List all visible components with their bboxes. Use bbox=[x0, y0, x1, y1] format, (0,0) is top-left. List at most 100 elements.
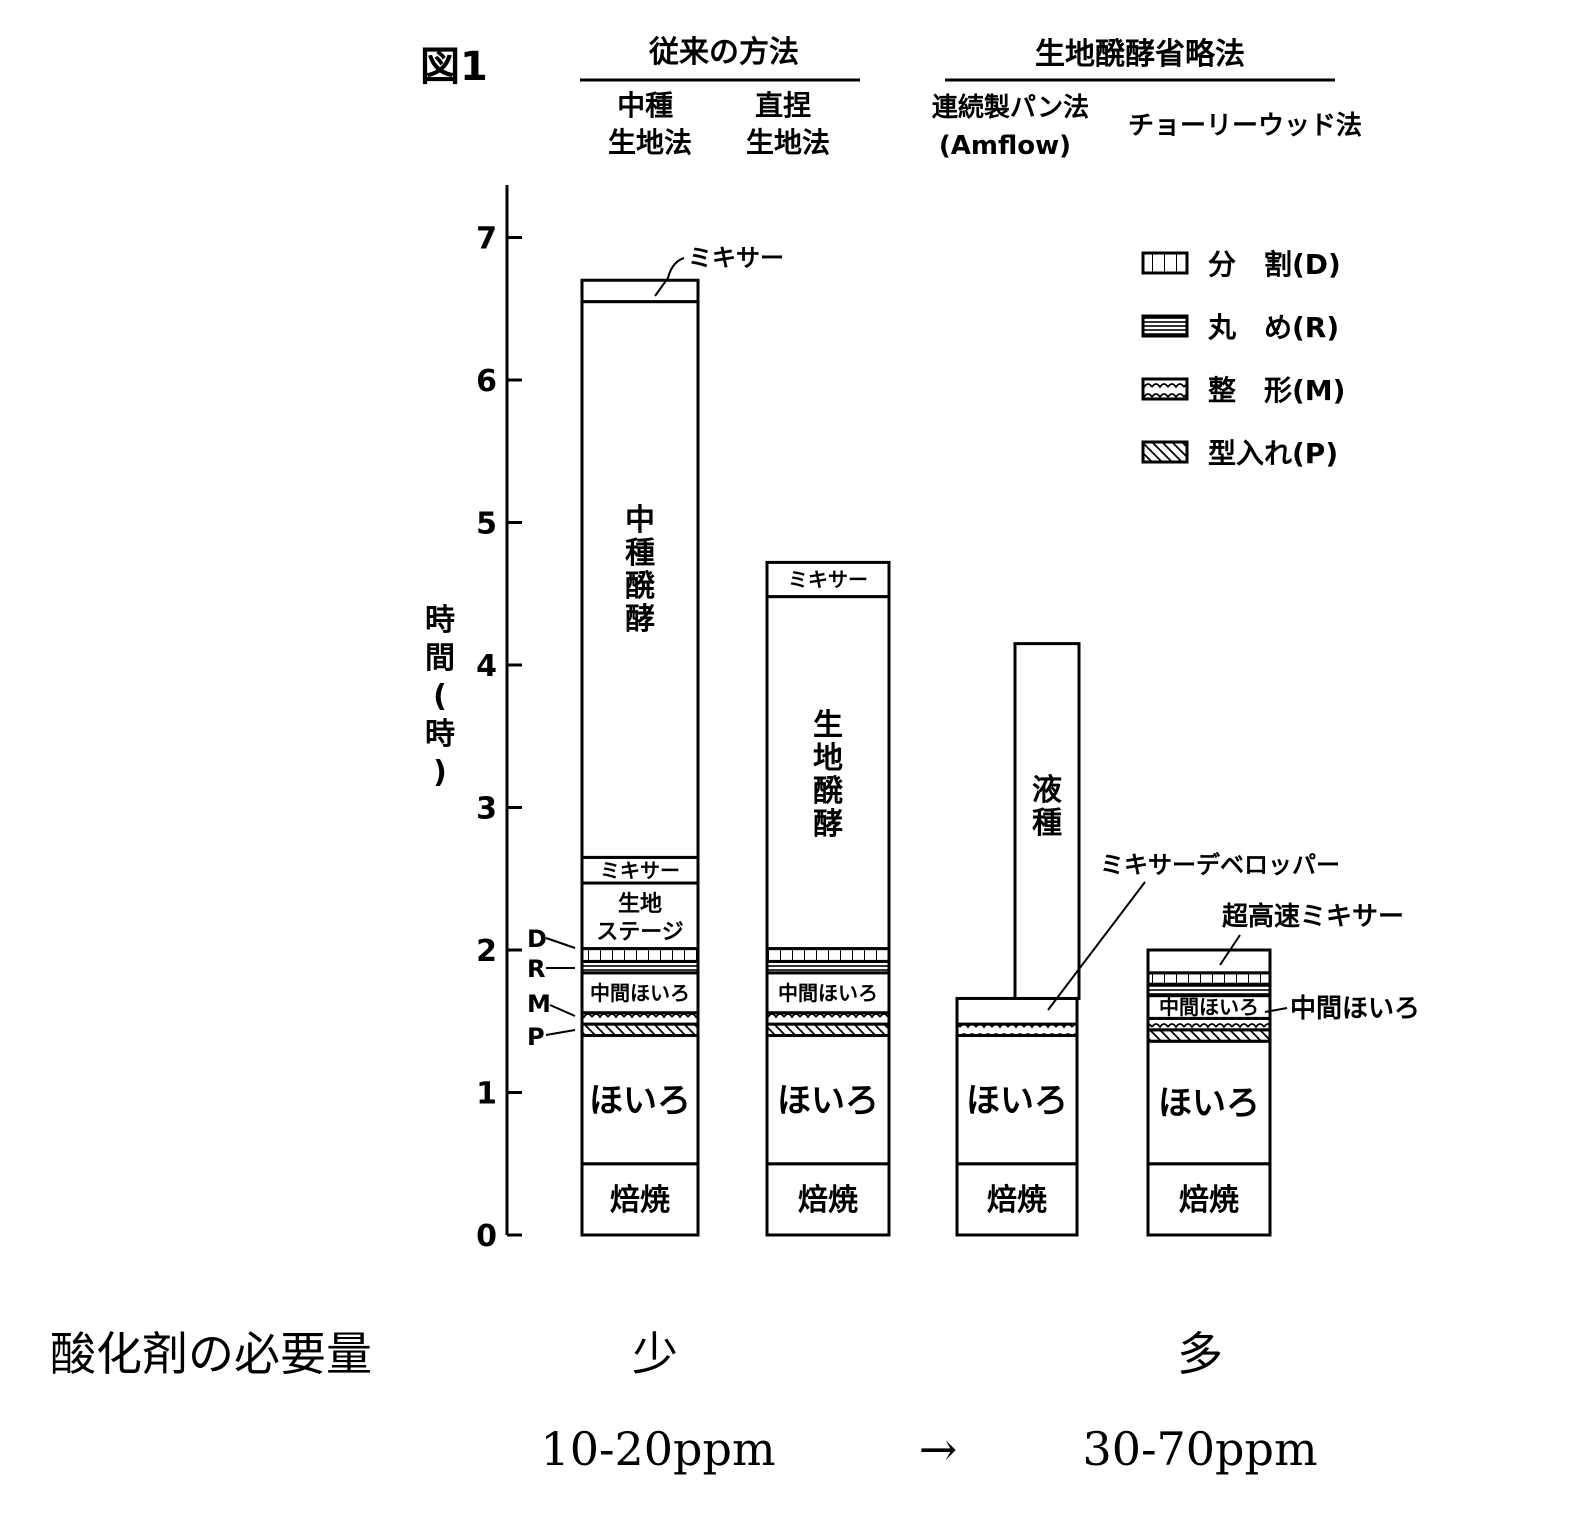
legend-swatch-3 bbox=[1141, 440, 1189, 464]
bar-0-segment-5 bbox=[580, 959, 700, 975]
bar-header-sponge-line2: 生地法 bbox=[608, 126, 692, 159]
bar-0-label-9-char: 種 bbox=[625, 536, 655, 571]
bar-0-label-8: ミキサー bbox=[600, 858, 680, 882]
bar-1-label-7-char: 生 bbox=[813, 708, 843, 743]
bar-3-segment-2 bbox=[1146, 1028, 1272, 1043]
bar-0-segment-6 bbox=[580, 947, 700, 963]
side-leader-m bbox=[549, 1004, 576, 1017]
bar-header-amflow: 連続製パン法 (Amflow) bbox=[932, 92, 1098, 161]
bar-0-label-7: 生地ステージ bbox=[596, 892, 684, 945]
bar-1-segment-8 bbox=[765, 560, 891, 599]
oxidant-high-value: 30-70ppm bbox=[1082, 1422, 1317, 1476]
bar-1-label-8: ミキサー bbox=[788, 568, 868, 592]
bar-headers: 中種 生地法 直捏 生地法 連続製パン法 (Amflow) チョーリーウッド法 bbox=[608, 89, 1362, 161]
bar-1-label-7-char: 醗 bbox=[813, 774, 843, 809]
bar-1-label-4: 中間ほいろ bbox=[778, 981, 878, 1005]
oxidant-high: 多 bbox=[1177, 1327, 1223, 1381]
y-tick-label-1: 1 bbox=[476, 1077, 497, 1112]
bar-2-label-0: 焙焼 bbox=[987, 1183, 1047, 1218]
group-label-conventional: 従来の方法 bbox=[648, 35, 799, 70]
side-label-m: M bbox=[527, 990, 551, 1018]
bar-1-segment-3 bbox=[765, 1011, 891, 1026]
bar-0-label-9-char: 中 bbox=[625, 503, 655, 538]
bar-1-label-7: 生地醗酵 bbox=[813, 708, 843, 842]
bar-1-label-1: ほいろ bbox=[777, 1081, 879, 1121]
annotations: ミキサー ミキサーデベロッパー 超高速ミキサー 中間ほいろ bbox=[654, 244, 1420, 1024]
bar-2-segment-3 bbox=[955, 996, 1079, 1026]
bar-2-segment-1 bbox=[955, 1034, 1079, 1166]
oxidant-label: 酸化剤の必要量 bbox=[50, 1327, 372, 1381]
oxidant-low-value: 10-20ppm bbox=[540, 1422, 775, 1476]
bar-0-label-1: ほいろ bbox=[589, 1081, 691, 1121]
oxidant-low: 少 bbox=[632, 1327, 678, 1381]
annotation-mixer-developer-leader bbox=[1047, 881, 1146, 1011]
bar-1-label-7-char: 地 bbox=[813, 741, 843, 776]
y-tick-label-6: 6 bbox=[476, 364, 497, 399]
bar-2-label-4-char: 種 bbox=[1032, 806, 1062, 841]
bar-2: 焙焼 ほいろ 液種 bbox=[955, 642, 1081, 1237]
bar-0: 焙焼 ほいろ 中間ほいろ 生地ステージ ミキサー 中種醗酵 bbox=[580, 278, 700, 1237]
y-axis-title-char: 時 bbox=[425, 717, 455, 752]
annotation-mixer-developer: ミキサーデベロッパー bbox=[1100, 851, 1340, 879]
bar-1-segment-5 bbox=[765, 959, 891, 975]
bar-2-label-1: ほいろ bbox=[966, 1081, 1068, 1121]
side-labels: D R M P bbox=[527, 925, 576, 1051]
y-tick-label-2: 2 bbox=[476, 934, 497, 969]
bar-0-label-7-line: ステージ bbox=[596, 920, 684, 945]
y-tick-label-7: 7 bbox=[476, 222, 497, 257]
bar-3-segment-3 bbox=[1146, 1016, 1272, 1032]
bar-2-segment-2 bbox=[955, 1022, 1079, 1037]
bar-3-segment-7 bbox=[1146, 948, 1272, 975]
y-axis-title-char: ( bbox=[433, 679, 447, 714]
bar-0-segment-0 bbox=[580, 1162, 700, 1237]
bar-0-label-9-char: 酵 bbox=[625, 602, 655, 637]
bar-1-segment-2 bbox=[765, 1022, 891, 1037]
side-leader-d bbox=[545, 937, 576, 949]
bar-3-label-1: ほいろ bbox=[1158, 1084, 1260, 1124]
bar-1-label-0: 焙焼 bbox=[798, 1183, 858, 1218]
bar-0-label-0: 焙焼 bbox=[610, 1183, 670, 1218]
bar-3: 焙焼 ほいろ 中間ほいろ bbox=[1146, 948, 1272, 1237]
bar-header-amflow-line2: (Amflow) bbox=[939, 131, 1071, 161]
bar-header-straight-line2: 生地法 bbox=[746, 126, 830, 159]
bar-3-label-4: 中間ほいろ bbox=[1159, 995, 1259, 1019]
bar-3-segment-5 bbox=[1146, 982, 1272, 998]
annotation-mixer-top-leader bbox=[654, 257, 685, 297]
y-axis-title-char: 時 bbox=[425, 603, 455, 638]
bar-0-segment-10 bbox=[580, 278, 700, 304]
y-axis-title: 時間(時) bbox=[425, 603, 455, 790]
bar-header-straight-line1: 直捏 bbox=[755, 89, 811, 122]
group-headers: 従来の方法 生地醗酵省略法 bbox=[580, 35, 1335, 82]
bar-0-segment-3 bbox=[580, 1011, 700, 1026]
y-tick-label-5: 5 bbox=[476, 507, 497, 542]
legend-label-0: 分 割(D) bbox=[1208, 248, 1341, 281]
legend-label-2: 整 形(M) bbox=[1208, 374, 1345, 407]
side-label-d: D bbox=[527, 925, 547, 953]
side-label-r: R bbox=[527, 955, 545, 983]
annotation-ultra-mixer-leader bbox=[1219, 934, 1241, 966]
oxidant-arrow: → bbox=[919, 1422, 958, 1476]
side-leader-p bbox=[545, 1029, 576, 1036]
bar-0-label-9: 中種醗酵 bbox=[625, 503, 655, 637]
bar-3-segment-0 bbox=[1146, 1162, 1272, 1237]
bar-2-segment-4 bbox=[1013, 642, 1081, 1000]
bar-3-segment-6 bbox=[1146, 971, 1272, 986]
figure-label: 図1 bbox=[420, 44, 488, 90]
annotation-ultra-mixer: 超高速ミキサー bbox=[1222, 901, 1404, 932]
bar-2-label-4-char: 液 bbox=[1032, 773, 1062, 808]
legend: 分 割(D)丸 め(R)整 形(M)型入れ(P) bbox=[1141, 248, 1345, 470]
legend-swatch-0 bbox=[1141, 251, 1189, 275]
oxidant-requirement: 酸化剤の必要量 少 多 10-20ppm → 30-70ppm bbox=[50, 1327, 1318, 1476]
bar-0-segment-2 bbox=[580, 1022, 700, 1037]
bar-2-label-4: 液種 bbox=[1032, 773, 1062, 841]
bar-0-label-7-line: 生地 bbox=[618, 892, 662, 917]
bar-header-sponge: 中種 生地法 bbox=[608, 89, 692, 159]
bar-1-segment-7 bbox=[765, 595, 891, 951]
annotation-intermediate-proof: 中間ほいろ bbox=[1290, 994, 1420, 1024]
bar-0-label-4: 中間ほいろ bbox=[590, 981, 690, 1005]
bar-3-label-0: 焙焼 bbox=[1179, 1183, 1239, 1218]
bar-header-sponge-line1: 中種 bbox=[617, 89, 673, 122]
bar-header-straight: 直捏 生地法 bbox=[746, 89, 830, 159]
